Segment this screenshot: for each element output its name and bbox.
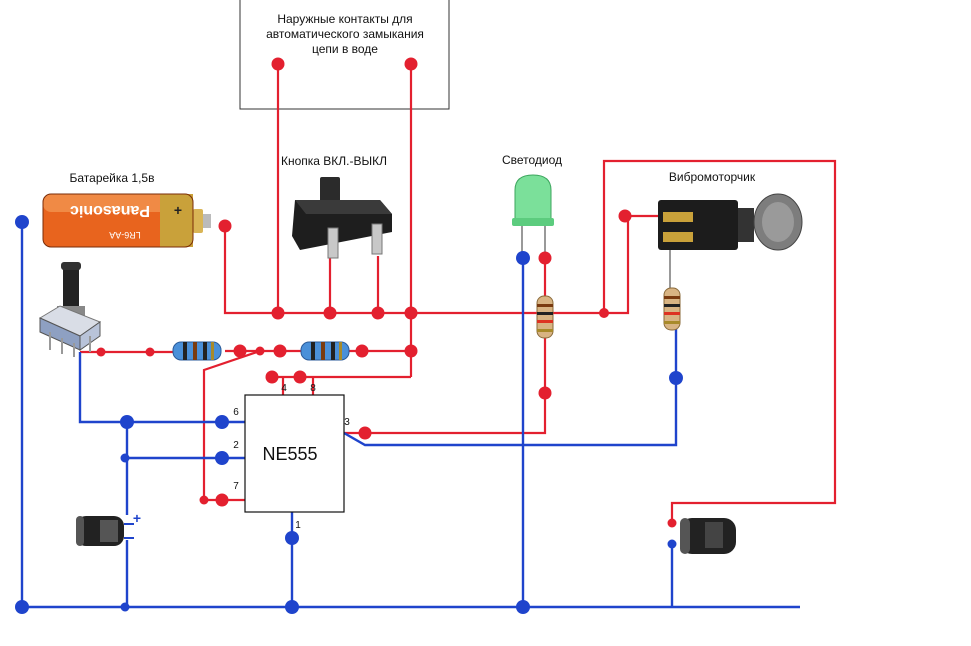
capacitor-plus: + — [133, 510, 141, 526]
chip-label: NE555 — [262, 444, 317, 464]
battery-image: Panasonic LR6-AA + — [42, 193, 211, 248]
motor-label: Вибромоторчик — [669, 170, 756, 184]
switch-image — [292, 177, 392, 259]
pin-2-label: 2 — [233, 440, 239, 451]
led-image — [512, 174, 554, 258]
ne555-chip: NE555 4 8 6 2 7 3 1 — [233, 383, 350, 531]
capacitor-right — [680, 518, 736, 554]
contacts-label-line3: цепи в воде — [312, 42, 378, 56]
contacts-label-line1: Наружные контакты для — [277, 12, 412, 26]
capacitor-left: + — [76, 510, 141, 546]
battery-label: Батарейка 1,5в — [70, 171, 155, 185]
resistor-1 — [172, 341, 222, 361]
battery-plus: + — [174, 202, 182, 218]
battery-brand: Panasonic — [70, 202, 150, 219]
pin-1-label: 1 — [295, 520, 301, 531]
motor-image — [658, 193, 803, 251]
contacts-box — [239, 0, 450, 110]
pin-3-label: 3 — [344, 417, 350, 428]
pin-6-label: 6 — [233, 407, 239, 418]
negative-nodes — [15, 215, 683, 614]
pin-4-label: 4 — [281, 383, 287, 394]
led-label: Светодиод — [502, 153, 562, 167]
pin-7-label: 7 — [233, 481, 239, 492]
resistor-motor — [663, 250, 681, 331]
resistor-led — [536, 295, 554, 339]
positive-wires — [80, 64, 837, 523]
contacts-label-line2: автоматического замыкания — [266, 27, 424, 41]
positive-nodes — [96, 57, 677, 528]
battery-type: LR6-AA — [109, 230, 141, 240]
resistor-2 — [300, 341, 350, 361]
potentiometer — [38, 262, 102, 357]
pin-8-label: 8 — [310, 383, 316, 394]
switch-label: Кнопка ВКЛ.-ВЫКЛ — [281, 154, 387, 168]
